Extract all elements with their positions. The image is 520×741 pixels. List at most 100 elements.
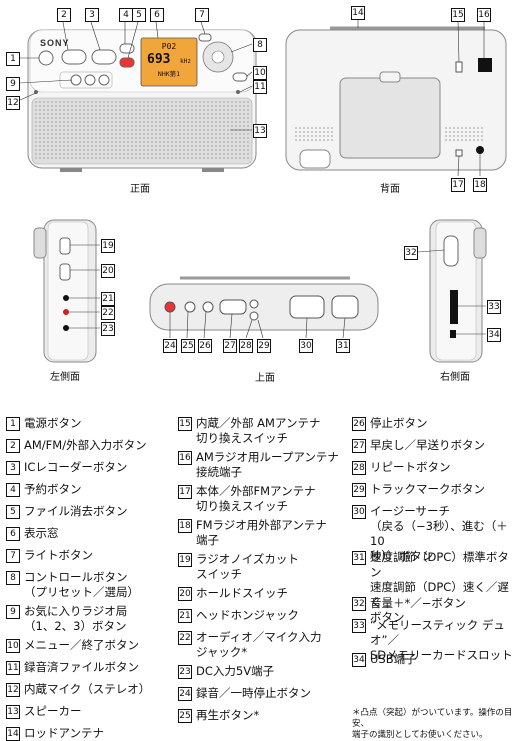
legend-text: 内蔵／外部 AMアンテナ 切り換えスイッチ	[196, 416, 321, 445]
callout-21: 21	[101, 292, 115, 306]
callout-9: 9	[6, 77, 20, 91]
legend-text: ヘッドホンジャック	[196, 608, 299, 622]
callout-11: 11	[253, 80, 267, 94]
legend-number: 23	[178, 665, 192, 679]
legend-number: 20	[178, 587, 192, 601]
legend-number: 11	[6, 661, 20, 675]
callout-1: 1	[6, 52, 20, 66]
callout-2: 2	[57, 8, 71, 22]
legend-number: 13	[6, 705, 20, 719]
legend-number: 27	[352, 439, 366, 453]
top-device-illustration	[149, 276, 379, 339]
legend-text: AM/FM/外部入力ボタン	[24, 438, 147, 452]
legend-number: 33	[352, 619, 366, 633]
legend-text: ライトボタン	[24, 548, 93, 562]
front-view: SONY P02 693 kHz NHK第1 1 2 3 4 5 6 7 8 9…	[0, 0, 267, 195]
caption-left: 左側面	[50, 372, 80, 383]
right-view: 32 33 34 右側面	[400, 212, 515, 383]
legend-text: ホールドスイッチ	[196, 586, 288, 600]
legend-number: 7	[6, 549, 20, 563]
legend-text: “メモリースティック デュオ”／ SDメモリーカードスロット	[370, 618, 513, 662]
callout-26: 26	[198, 339, 212, 353]
legend-text: ラジオノイズカット スイッチ	[196, 552, 299, 581]
callout-23: 23	[101, 322, 115, 336]
callout-32: 32	[404, 246, 418, 260]
top-view: 24 25 26 27 28 29 30 31 上面	[140, 262, 390, 384]
legend-text: オーディオ／マイク入力 ジャック*	[196, 630, 322, 659]
legend-number: 21	[178, 609, 192, 623]
legend-number: 28	[352, 461, 366, 475]
legend-item-4: 4 予約ボタン	[6, 482, 176, 497]
callout-16: 16	[477, 8, 491, 22]
callout-22: 22	[101, 306, 115, 320]
legend-number: 15	[178, 417, 192, 431]
legend-text: トラックマークボタン	[370, 482, 485, 496]
legend-text: ICレコーダーボタン	[24, 460, 128, 474]
callout-31: 31	[336, 339, 350, 353]
caption-front: 正面	[130, 184, 150, 195]
callout-18: 18	[473, 178, 487, 192]
legend-item-21: 21 ヘッドホンジャック	[178, 608, 348, 623]
legend-text: 表示窓	[24, 526, 59, 540]
legend-number: 3	[6, 461, 20, 475]
legend-item-23: 23 DC入力5V端子	[178, 664, 348, 679]
legend-number: 22	[178, 631, 192, 645]
callout-17: 17	[451, 178, 465, 192]
caption-top: 上面	[255, 373, 275, 384]
legend-text: 予約ボタン	[24, 482, 82, 496]
legend-text: ファイル消去ボタン	[24, 504, 128, 518]
legend-text: スピーカー	[24, 704, 82, 718]
callout-29: 29	[257, 339, 271, 353]
legend-item-3: 3 ICレコーダーボタン	[6, 460, 176, 475]
callout-8: 8	[253, 38, 267, 52]
legend-text: 再生ボタン*	[196, 708, 260, 722]
front-device-illustration	[19, 21, 257, 172]
legend-number: 4	[6, 483, 20, 497]
display-station: NHK第1	[157, 70, 181, 78]
callout-30: 30	[299, 339, 313, 353]
legend-text: コントロールボタン （プリセット／選局）	[24, 570, 139, 599]
callout-6: 6	[150, 8, 164, 22]
legend-item-33: 33 “メモリースティック デュオ”／ SDメモリーカードスロット	[352, 618, 517, 663]
callout-19: 19	[101, 239, 115, 253]
legend-number: 6	[6, 527, 20, 541]
legend-text: FMラジオ用外部アンテナ 端子	[196, 518, 327, 547]
callout-5: 5	[132, 8, 146, 22]
back-view: 14 15 16 17 18 背面	[270, 0, 520, 195]
legend-text: 音量＋*／−ボタン	[370, 596, 466, 610]
callout-20: 20	[101, 264, 115, 278]
legend-item-29: 29 トラックマークボタン	[352, 482, 517, 497]
legend-item-2: 2 AM/FM/外部入力ボタン	[6, 438, 176, 453]
callout-25: 25	[181, 339, 195, 353]
caption-back: 背面	[380, 184, 400, 195]
legend-text: 速度調節（DPC）標準ボタン 速度調節（DPC）速く／遅く ボタン	[370, 550, 509, 624]
callout-14: 14	[351, 6, 365, 20]
callout-24: 24	[163, 339, 177, 353]
legend-number: 25	[178, 709, 192, 723]
display-window: P02 693 kHz NHK第1	[143, 42, 195, 84]
footnote: ＊凸点（突起）がついています。操作の目安、 端子の識別としてお使いください。	[352, 708, 513, 740]
legend-text: AMラジオ用ループアンテナ 接続端子	[196, 450, 339, 479]
legend-number: 24	[178, 687, 192, 701]
legend-text: 停止ボタン	[370, 416, 428, 430]
legend-item-11: 11 録音済ファイルボタン	[6, 660, 176, 675]
callout-28: 28	[239, 339, 253, 353]
callout-10: 10	[253, 66, 267, 80]
legend-text: DC入力5V端子	[196, 664, 275, 678]
legend-number: 34	[352, 653, 366, 667]
callout-15: 15	[451, 8, 465, 22]
legend-text: 録音済ファイルボタン	[24, 660, 139, 674]
legend-text: 内蔵マイク（ステレオ）	[24, 682, 151, 696]
legend-number: 29	[352, 483, 366, 497]
display-unit: kHz	[180, 58, 191, 65]
legend-number: 2	[6, 439, 20, 453]
